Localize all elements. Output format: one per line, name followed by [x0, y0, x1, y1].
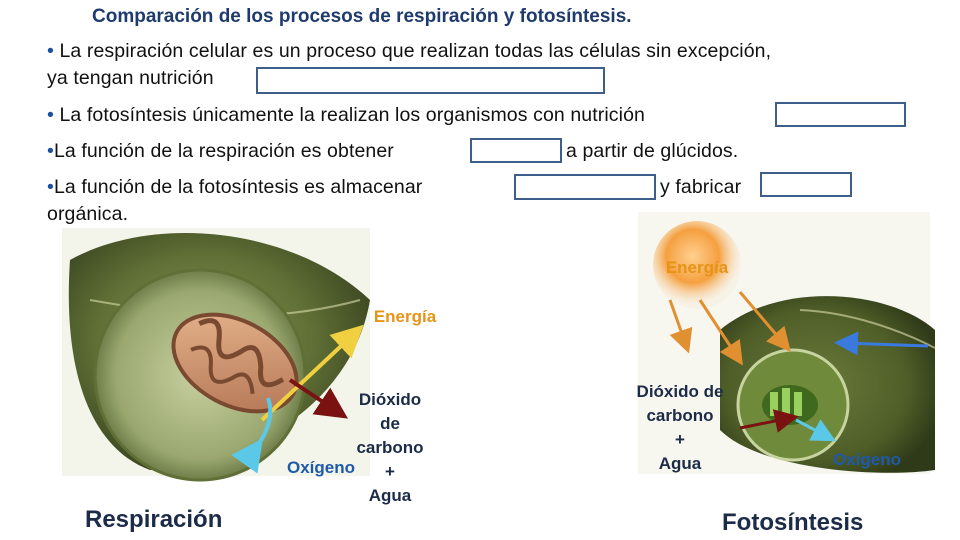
bullet-3-text-a: La función de la respiración es obtener — [54, 140, 394, 162]
bullet-4-line-2: orgánica. — [47, 203, 128, 226]
respiration-caption: Respiración — [85, 506, 222, 534]
blank-nutrition-photosynthesis[interactable] — [775, 102, 906, 127]
page-title: Comparación de los procesos de respiraci… — [92, 6, 632, 28]
photosynthesis-co2-line-2: carbono — [620, 404, 740, 428]
bullet-4: •La función de la fotosíntesis es almace… — [47, 176, 422, 199]
respiration-co2-line-1: Dióxido — [345, 388, 435, 412]
photosynthesis-plus: + — [620, 428, 740, 452]
bullet-1-line-1: • La respiración celular es un proceso q… — [47, 40, 771, 63]
bullet-1-text: La respiración celular es un proceso que… — [54, 40, 771, 62]
respiration-energy-label: Energía — [360, 305, 450, 329]
respiration-oxygen-label: Oxígeno — [276, 456, 366, 480]
bullet-4-text-b: y fabricar — [660, 176, 741, 199]
photosynthesis-energy-label: Energía — [652, 256, 742, 280]
photosynthesis-water-label: Agua — [620, 452, 740, 476]
bullet-2-text: La fotosíntesis únicamente la realizan l… — [54, 104, 645, 126]
blank-nutrition-type[interactable] — [256, 67, 605, 94]
respiration-water-label: Agua — [345, 484, 435, 508]
bullet-4-text-a: La función de la fotosíntesis es almacen… — [54, 176, 422, 198]
bullet-3: •La función de la respiración es obtener — [47, 140, 394, 163]
blank-photosynthesis-make[interactable] — [760, 172, 852, 197]
photosynthesis-caption: Fotosíntesis — [722, 509, 863, 537]
respiration-illustration — [62, 228, 370, 480]
bullet-marker: • — [47, 104, 54, 126]
respiration-co2-line-2: de — [345, 412, 435, 436]
bullet-1-line-2: ya tengan nutrición — [47, 67, 214, 90]
photosynthesis-co2-line-1: Dióxido de — [620, 380, 740, 404]
bullet-2: • La fotosíntesis únicamente la realizan… — [47, 104, 645, 127]
photosynthesis-oxygen-label: Oxígeno — [822, 448, 912, 472]
bullet-marker: • — [47, 176, 54, 198]
blank-respiration-goal[interactable] — [470, 138, 562, 163]
bullet-marker: • — [47, 140, 54, 162]
bullet-marker: • — [47, 40, 54, 62]
bullet-3-text-b: a partir de glúcidos. — [566, 140, 738, 163]
blank-photosynthesis-store[interactable] — [514, 174, 656, 200]
